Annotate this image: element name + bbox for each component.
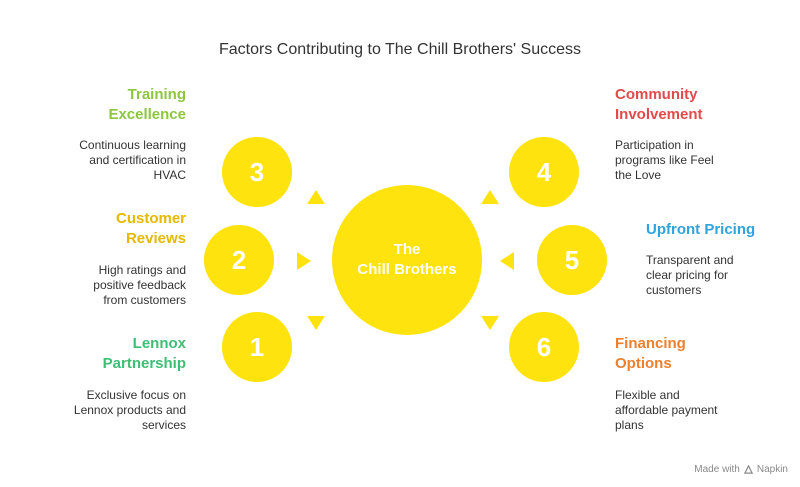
factor-5-title: Upfront Pricing: [646, 220, 755, 240]
center-label-line2: Chill Brothers: [357, 261, 457, 278]
factor-3-title: Training Excellence: [108, 85, 186, 125]
factor-6-desc-line3: plans: [615, 418, 644, 432]
factor-1-title: Lennox Partnership: [103, 334, 186, 374]
factor-6-title: Financing Options: [615, 334, 686, 374]
made-with-label: Made with: [694, 464, 740, 475]
factor-3-desc-line1: Continuous learning: [79, 138, 186, 152]
factor-5-desc-line1: Transparent and: [646, 253, 734, 267]
napkin-brand-label: Napkin: [756, 464, 788, 475]
factor-1-desc-line3: services: [141, 418, 186, 432]
factor-6-desc-line1: Flexible and: [615, 388, 680, 402]
factor-6-title-line2: Options: [615, 355, 672, 372]
factor-1-title-line2: Partnership: [102, 355, 186, 372]
arrow-3-icon: [307, 190, 325, 204]
factor-5-title-line1: Upfront Pricing: [646, 221, 756, 238]
factor-6-description: Flexible and affordable payment plans: [615, 388, 718, 433]
factor-circle-6: 6: [509, 312, 579, 382]
factor-3-title-line2: Excellence: [108, 106, 186, 123]
factor-2-title: Customer Reviews: [116, 209, 186, 249]
arrow-1-icon: [307, 316, 325, 330]
factor-3-desc-line2: and certification in: [89, 153, 186, 167]
factor-6-title-line1: Financing: [615, 335, 686, 352]
factor-2-desc-line3: from customers: [103, 293, 186, 307]
factor-circle-1: 1: [222, 312, 292, 382]
factor-1-desc-line2: Lennox products and: [73, 403, 186, 417]
factor-5-description: Transparent and clear pricing for custom…: [646, 253, 734, 298]
factor-circle-2: 2: [204, 225, 274, 295]
factor-4-description: Participation in programs like Feel the …: [615, 138, 714, 183]
factor-4-title-line2: Involvement: [615, 106, 703, 123]
factor-5-desc-line2: clear pricing for: [646, 268, 729, 282]
factor-2-desc-line2: positive feedback: [93, 278, 186, 292]
napkin-logo-icon: [743, 465, 753, 474]
factor-1-description: Exclusive focus on Lennox products and s…: [74, 388, 186, 433]
arrow-6-icon: [481, 316, 499, 330]
factor-4-desc-line2: programs like Feel: [615, 153, 714, 167]
factor-3-description: Continuous learning and certification in…: [79, 138, 186, 183]
factor-5-desc-line3: customers: [646, 283, 702, 297]
factor-4-desc-line3: the Love: [615, 168, 662, 182]
arrow-2-icon: [297, 252, 311, 270]
arrow-5-icon: [500, 252, 514, 270]
factor-4-title: Community Involvement: [615, 85, 703, 125]
factor-1-title-line1: Lennox: [132, 335, 186, 352]
factor-circle-3: 3: [222, 137, 292, 207]
factor-6-desc-line2: affordable payment: [615, 403, 718, 417]
factor-2-description: High ratings and positive feedback from …: [93, 263, 186, 308]
factor-4-title-line1: Community: [615, 86, 698, 103]
made-with-napkin-footer[interactable]: Made with Napkin: [694, 464, 788, 475]
center-label-line1: The: [393, 241, 421, 258]
diagram-title: Factors Contributing to The Chill Brothe…: [218, 41, 582, 58]
factor-4-desc-line1: Participation in: [615, 138, 694, 152]
factor-3-title-line1: Training: [127, 86, 186, 103]
factor-circle-4: 4: [509, 137, 579, 207]
factor-3-desc-line3: HVAC: [153, 168, 186, 182]
center-circle: The Chill Brothers: [332, 185, 482, 335]
factor-2-title-line2: Reviews: [125, 230, 186, 247]
factor-2-title-line1: Customer: [115, 210, 186, 227]
factor-2-desc-line1: High ratings and: [98, 263, 186, 277]
factor-1-desc-line1: Exclusive focus on: [86, 388, 186, 402]
arrow-4-icon: [481, 190, 499, 204]
factor-circle-5: 5: [537, 225, 607, 295]
